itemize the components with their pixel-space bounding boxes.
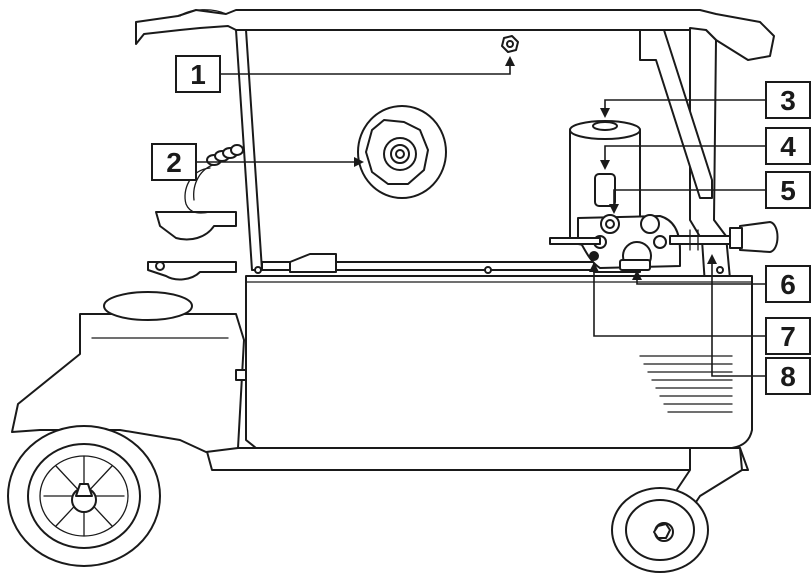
callout-5-label: 5 <box>780 175 796 206</box>
leader-1 <box>220 56 515 75</box>
leader-4 <box>600 145 766 170</box>
lower-cabinet <box>245 275 753 449</box>
leader-3 <box>600 99 766 118</box>
callout-6-label: 6 <box>780 269 796 300</box>
front-wheel <box>611 487 709 573</box>
callout-5: 5 <box>765 171 811 209</box>
callout-7: 7 <box>765 317 811 355</box>
machine-illustration <box>7 9 779 573</box>
callout-2-label: 2 <box>166 147 182 178</box>
callout-1-label: 1 <box>190 59 206 90</box>
chassis-rails <box>205 447 749 471</box>
callout-1: 1 <box>175 55 221 93</box>
callout-6: 6 <box>765 265 811 303</box>
callout-6-box <box>765 265 811 303</box>
callout-4-label: 4 <box>780 131 796 162</box>
callout-2: 2 <box>151 143 197 181</box>
front-handle-plate <box>639 29 713 199</box>
wire-feeder <box>549 120 779 271</box>
callout-7-box <box>765 317 811 355</box>
callout-2-box <box>151 143 197 181</box>
vent-slots <box>639 355 733 413</box>
bottle-tray <box>11 313 245 453</box>
callout-3-box <box>765 81 811 119</box>
callout-5-box <box>765 171 811 209</box>
callout-4: 4 <box>765 127 811 165</box>
leader-6 <box>632 270 766 285</box>
leader-5 <box>609 189 766 214</box>
leader-8 <box>707 254 766 377</box>
leader-7 <box>589 262 766 337</box>
ground-nut <box>501 35 519 53</box>
bottle-cradle-lower <box>147 261 237 281</box>
leader-lines <box>196 56 766 377</box>
callout-1-box <box>175 55 221 93</box>
bottle-cradle-upper <box>155 211 237 241</box>
callout-8-label: 8 <box>780 361 796 392</box>
spool-hub <box>357 105 447 199</box>
callout-8-box <box>765 357 811 395</box>
callout-8: 8 <box>765 357 811 395</box>
callout-7-label: 7 <box>780 321 796 352</box>
callout-3-label: 3 <box>780 85 796 116</box>
rear-wheel <box>7 425 161 567</box>
callout-4-box <box>765 127 811 165</box>
callout-3: 3 <box>765 81 811 119</box>
top-handle <box>135 9 775 61</box>
